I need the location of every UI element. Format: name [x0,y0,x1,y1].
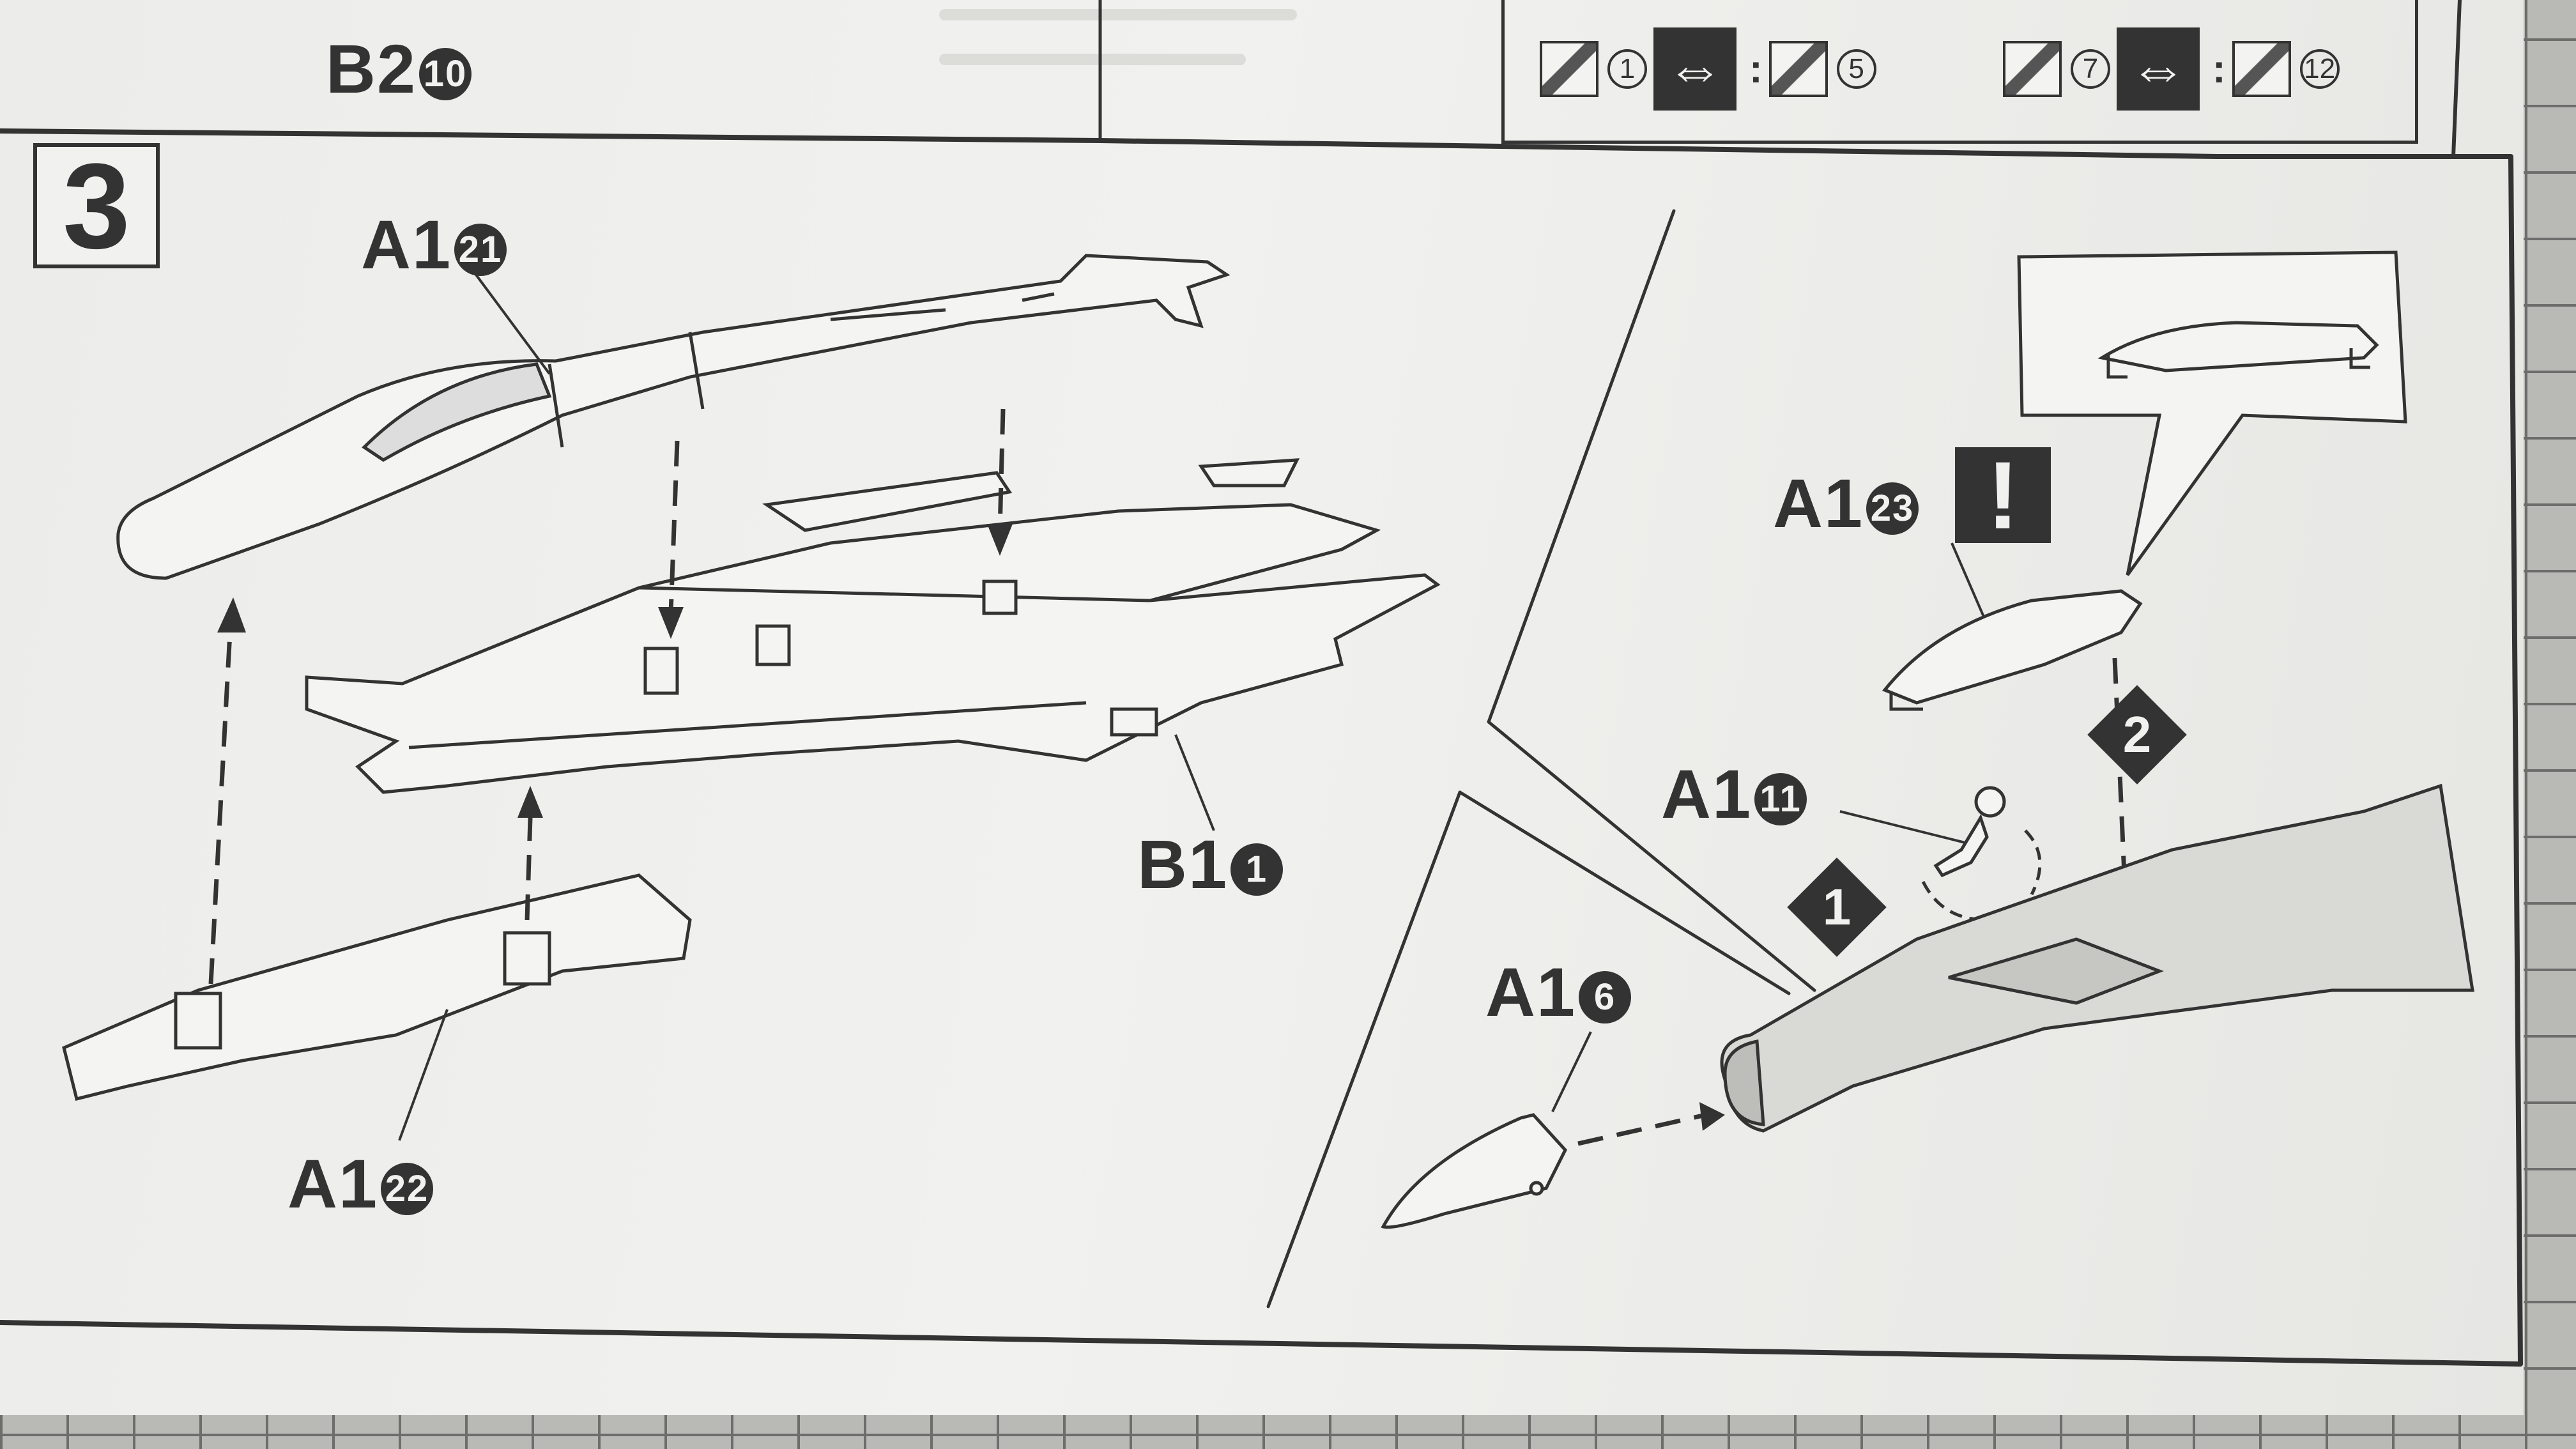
swap-arrows-icon: ⇔ [1653,27,1736,111]
swatch-icon [1768,41,1828,97]
printed-text-line [939,9,1297,20]
pilot-figure [1921,786,2042,922]
forward-fuselage-detail [1720,783,2474,1133]
upper-fuselage-part [116,254,1230,580]
legend-number: 7 [2071,49,2110,89]
part-number-circle: 22 [381,1163,434,1216]
sheet-edge [2215,0,2462,158]
part-number-circle: 10 [419,48,472,101]
legend-number: 12 [2299,49,2340,89]
assembly-arrows [208,408,2127,1146]
detail-callout-line [1266,790,1462,1308]
step-number: 3 [33,143,160,268]
lower-fuselage-part [62,873,692,1101]
legend-separator: : [2212,47,2226,91]
canopy-inset [2017,250,2407,576]
detail-callout-line [1458,790,1791,995]
detail-callout-line [1487,209,1816,992]
legend-box: 1 ⇔ : 5 7 ⇔ : 12 [1501,0,2418,144]
nose-cone-part [1381,1113,1568,1229]
legend-separator: : [1749,47,1763,91]
part-number-circle: 23 [1866,482,1919,535]
canopy-part [1882,589,2143,711]
legend-pair-2: 7 ⇔ : 12 [2003,27,2340,111]
part-number-circle: 21 [454,224,507,277]
main-body-part [305,458,1441,794]
part-number-circle: 1 [1230,843,1284,896]
swatch-icon [1540,41,1598,97]
legend-pair-1: 1 ⇔ : 5 [1540,27,1876,111]
legend-number: 5 [1836,49,1876,89]
swap-arrows-icon: ⇔ [2117,27,2200,111]
swatch-icon [2232,41,2291,97]
part-number-circle: 11 [1754,773,1807,826]
part-number-circle: 6 [1579,971,1632,1024]
legend-number: 1 [1607,49,1647,89]
order-badge-2: 2 [2087,685,2187,785]
swatch-icon [2003,41,2062,97]
printed-text-line [939,54,1246,65]
attention-icon: ! [1955,447,2051,543]
order-badge-1: 1 [1787,857,1887,957]
